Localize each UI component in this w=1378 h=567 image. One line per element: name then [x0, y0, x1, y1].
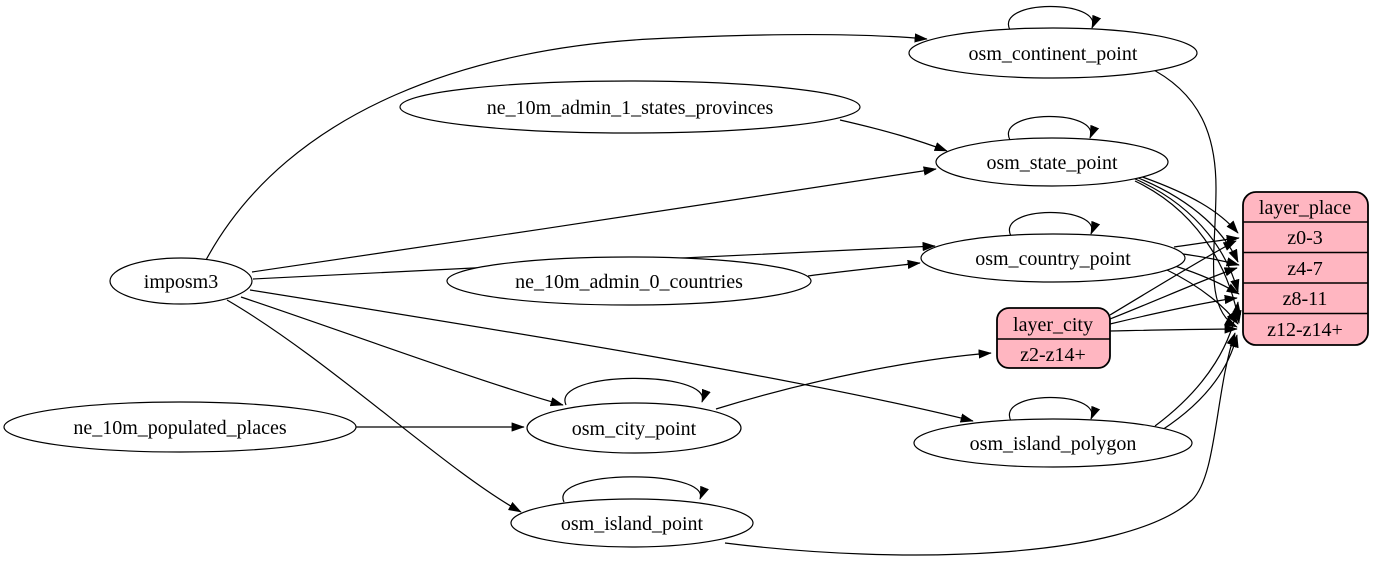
edge-imposm3-osm-island-point [226, 299, 522, 513]
edge-osm-city-point-layer-city [715, 349, 992, 410]
node-ne-10m-admin-0-countries: ne_10m_admin_0_countries [446, 256, 812, 306]
edge-layer-city-layer-place-z12 [1109, 324, 1238, 334]
layer-place-row-z12-z14: z12-z14+ [1267, 319, 1343, 341]
edge-imposm3-osm-island-polygon [249, 289, 974, 423]
edge-osm-state-point-layer-place-z8-11 [1132, 177, 1240, 293]
layer-place-title: layer_place [1259, 197, 1351, 219]
layer-place-row-z0-3: z0-3 [1287, 227, 1323, 249]
osm-island-point-ellipse [510, 498, 754, 548]
osm-country-point-label: osm_country_point [975, 248, 1131, 270]
osm-continent-point-ellipse [908, 27, 1198, 79]
layer-place-row-z8-11: z8-11 [1283, 288, 1328, 310]
edge-layer-city-layer-place-z4-7 [1109, 267, 1238, 320]
ne-10m-populated-places-label: ne_10m_populated_places [73, 417, 286, 439]
imposm3-label: imposm3 [144, 271, 218, 293]
self-loop-osm-island-point [562, 476, 709, 503]
node-ne-10m-populated-places: ne_10m_populated_places [3, 401, 357, 453]
node-imposm3: imposm3 [109, 257, 253, 305]
edge-osm-island-point-layer-place-z12 [724, 332, 1236, 556]
layer-place-row-z4-7: z4-7 [1287, 258, 1323, 280]
record-layer-place: layer_place z0-3 z4-7 z8-11 z12-z14+ [1242, 191, 1369, 346]
ne-10m-admin-0-countries-label: ne_10m_admin_0_countries [515, 271, 743, 293]
edge-osm-state-point-layer-place-z0-3 [1127, 171, 1239, 234]
osm-city-point-label: osm_city_point [572, 418, 697, 440]
self-loop-osm-state-point [1007, 115, 1099, 141]
osm-state-point-ellipse [935, 137, 1169, 187]
osm-state-point-label: osm_state_point [986, 152, 1118, 174]
edge-imposm3-osm-city-point [240, 296, 564, 407]
edge-osm-island-polygon-layer-place-z8-11 [1154, 301, 1241, 427]
layer-city-box [996, 307, 1111, 369]
edge-osm-country-point-layer-place-z8-11 [1174, 265, 1240, 295]
self-loop-osm-country-point [1008, 211, 1100, 237]
layer-city-row-z2-z14: z2-z14+ [1020, 344, 1086, 366]
osm-island-point-label: osm_island_point [561, 513, 704, 535]
node-osm-state-point: osm_state_point [935, 137, 1169, 187]
node-ne-10m-admin-1-states-provinces: ne_10m_admin_1_states_provinces [399, 80, 861, 134]
ne-10m-populated-places-ellipse [3, 401, 357, 453]
osm-continent-point-label: osm_continent_point [969, 43, 1138, 65]
ne-10m-admin-1-states-provinces-ellipse [399, 80, 861, 134]
imposm3-ellipse [109, 257, 253, 305]
node-osm-country-point: osm_country_point [920, 233, 1186, 283]
node-osm-island-point: osm_island_point [510, 498, 754, 548]
edge-imposm3-osm-continent-point [205, 33, 928, 261]
osm-island-polygon-label: osm_island_polygon [970, 433, 1137, 455]
ne-10m-admin-1-states-provinces-label: ne_10m_admin_1_states_provinces [487, 97, 774, 119]
node-osm-city-point: osm_city_point [526, 402, 742, 454]
edge-osm-state-point-layer-place-z4-7 [1130, 174, 1239, 263]
node-osm-island-polygon: osm_island_polygon [913, 418, 1193, 468]
record-layer-city: layer_city z2-z14+ [996, 307, 1111, 369]
edge-layer-city-layer-place-z0-3 [1109, 240, 1237, 316]
edge-layer-city-layer-place-z8-11 [1109, 294, 1238, 325]
self-loop-osm-city-point [564, 377, 711, 406]
edge-osm-country-point-layer-place-z4-7 [1182, 253, 1240, 267]
layer-place-box [1242, 191, 1369, 346]
edge-ne-10m-admin-1-states-provinces-osm-state-point [839, 119, 948, 152]
edge-osm-continent-point-layer-place-z12 [1145, 65, 1238, 328]
osm-island-polygon-ellipse [913, 418, 1193, 468]
osm-country-point-ellipse [920, 233, 1186, 283]
edge-osm-country-point-layer-place-z0-3 [1173, 234, 1240, 248]
osm-city-point-ellipse [526, 402, 742, 454]
edge-ne-10m-admin-0-countries-osm-country-point [807, 259, 921, 277]
edge-osm-island-polygon-layer-place-z12 [1161, 334, 1239, 431]
ne-10m-admin-0-countries-ellipse [446, 256, 812, 306]
self-loop-osm-island-polygon [1008, 396, 1100, 422]
edge-imposm3-osm-state-point [251, 166, 937, 273]
node-osm-continent-point: osm_continent_point [908, 27, 1198, 79]
edge-osm-country-point-layer-place-z12 [1166, 269, 1239, 325]
layer-city-title: layer_city [1013, 314, 1093, 336]
self-loop-osm-continent-point [1007, 5, 1101, 31]
